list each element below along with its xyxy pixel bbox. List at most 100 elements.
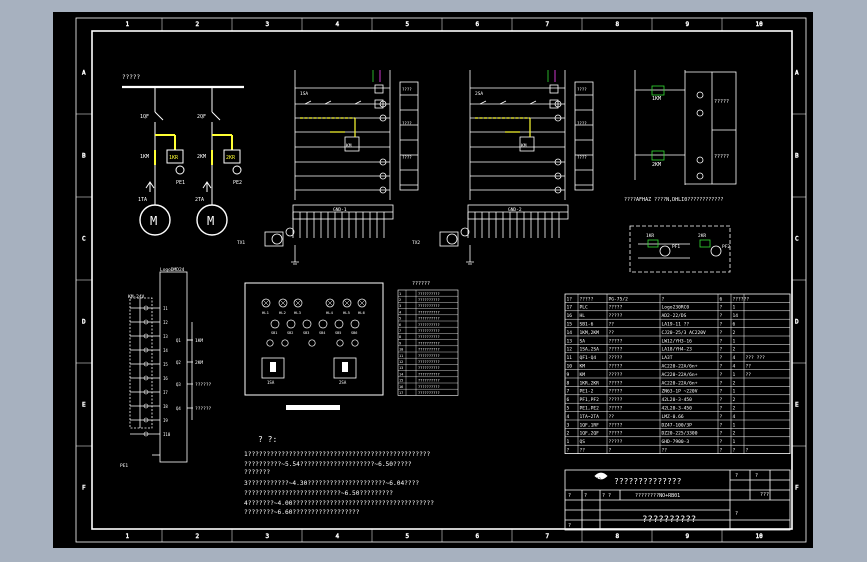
- notes-line-7: ????????~6.60??????????????????: [244, 509, 360, 516]
- bom-cell: KM: [580, 372, 586, 378]
- contact-switch: [499, 100, 507, 105]
- panel-lamp: [357, 298, 367, 308]
- bom-cell: ?????: [609, 313, 623, 319]
- bom-cell: 1: [733, 372, 736, 378]
- bom-footer-cell: ?: [720, 448, 723, 454]
- notes-line-2: ??????????~5.54????????????????????~6.50…: [244, 461, 412, 468]
- contactor-coil: [519, 136, 535, 152]
- grid-row-left-D: D: [82, 319, 86, 326]
- bom-cell: 4: [567, 414, 570, 420]
- panel-button-label: SB3: [303, 331, 309, 335]
- bom-cell: LA18/YH4-23: [662, 347, 693, 353]
- indicator-lamp: [379, 158, 387, 166]
- bom-cell: 42L20-3-450: [662, 397, 693, 403]
- mini-table-cell: ??????????: [418, 298, 440, 302]
- pe-label-1: PE1: [176, 180, 185, 186]
- contact-switch: [529, 100, 537, 105]
- tx-label: TX1: [237, 240, 245, 246]
- panel-button-label: SB1: [271, 331, 277, 335]
- bom-cell: PE1,PE2: [580, 406, 600, 412]
- grid-row-right-A: A: [795, 70, 799, 77]
- title-cell-2: ?: [584, 493, 587, 499]
- ground-symbol: [466, 261, 474, 265]
- bom-cell: PF1,PF2: [580, 397, 600, 403]
- mini-table-index: 12: [399, 360, 403, 364]
- mini-table-cell: ??????????: [418, 329, 440, 333]
- bom-cell: ?????: [609, 422, 623, 428]
- mini-table-cell: ??????????: [418, 366, 440, 370]
- mini-table-title: ??????: [412, 281, 430, 287]
- plc-output-pin: Q4: [176, 406, 181, 411]
- circuit-side-block: [574, 81, 594, 191]
- grid-col-top-7: 7: [546, 21, 550, 28]
- panel-button-label: SB5: [335, 331, 341, 335]
- plc-pin-label: I8: [163, 404, 168, 409]
- mini-table-index: 16: [399, 385, 403, 389]
- bom-cell: GHD-7900-3: [662, 439, 690, 445]
- motor-symbol-1: M: [150, 214, 157, 228]
- control-circuits: GND-1TX11SAKM????????????GND-2TX22SAKM??…: [237, 70, 594, 265]
- right-top-schematic: [634, 70, 737, 185]
- plc-pin-label: I6: [163, 376, 168, 381]
- plc-input-contact: [143, 431, 149, 437]
- mini-table-cell: ??????????: [418, 323, 440, 327]
- breaker-label-2: 2QF: [197, 114, 206, 120]
- plc-pin-label: I4: [163, 348, 168, 353]
- title-project: ??????????????: [614, 477, 682, 486]
- bom-cell: 15: [567, 322, 573, 328]
- bom-cell: LW12/YH3-16: [662, 338, 693, 344]
- drawing-canvas: [53, 12, 813, 548]
- bom-cell: 11: [567, 355, 573, 361]
- bom-cell: LA19-11 ??: [662, 322, 690, 328]
- ct-label-2: 2TA: [195, 197, 204, 203]
- bom-cell: ?: [720, 364, 723, 370]
- notes-line-5: ??????????????????????????~6.50?????????: [244, 490, 393, 497]
- grid-col-top-6: 6: [476, 21, 480, 28]
- bom-cell: ?????: [609, 347, 623, 353]
- bom-cell: ??: [609, 414, 615, 420]
- bom-cell: 2: [733, 397, 736, 403]
- panel-button: [286, 319, 296, 329]
- bom-cell: AD2-22/DS: [662, 313, 687, 319]
- motor-section-title: ?????: [122, 74, 140, 81]
- panel-button: [302, 319, 312, 329]
- title-cell-7: ?: [735, 511, 738, 517]
- grid-row-right-B: B: [795, 153, 799, 160]
- title-cell-3: ? ?: [602, 493, 611, 499]
- grid-row-right-C: C: [795, 236, 799, 243]
- notes-line-4: 3???????????~4.30?????????????????????~6…: [244, 480, 419, 487]
- mini-table-cell: ??????????: [418, 372, 440, 376]
- bom-cell: 16: [567, 313, 573, 319]
- mini-table-cell: ??????????: [418, 335, 440, 339]
- breaker-label-1: 1QF: [140, 114, 149, 120]
- side-block-label: ????: [577, 155, 587, 160]
- bom-cell: ?: [720, 330, 723, 336]
- mini-table-cell: ??????????: [418, 354, 440, 358]
- side-block-label: ????: [577, 121, 587, 126]
- panel-button-label: SB6: [351, 331, 357, 335]
- grid-col-bottom-6: 6: [476, 533, 480, 540]
- bom-cell: 9: [567, 372, 570, 378]
- panel-lamp-label: HL5: [343, 310, 350, 315]
- bom-cell: CJ20-25/3 AC220V: [662, 330, 706, 336]
- panel-button-label: SB4: [319, 331, 325, 335]
- mini-table-cell: ??????????: [418, 317, 440, 321]
- panel-lamp-label: HL1: [262, 310, 270, 315]
- title-block: [564, 469, 791, 531]
- mini-table-index: 5: [399, 317, 401, 321]
- panel-switch-label: 2SA: [339, 380, 347, 385]
- ground-symbol: [291, 261, 299, 265]
- bom-cell: ?: [720, 305, 723, 311]
- title-cell-4: ?: [735, 473, 738, 479]
- instrument-meter: [271, 233, 283, 245]
- bom-header-cell: ?????: [580, 296, 594, 302]
- bom-cell: 6: [733, 322, 736, 328]
- panel-lamp-cross: [295, 300, 301, 306]
- bom-cell: 5: [567, 406, 570, 412]
- contact-switch: [354, 100, 362, 105]
- grid-row-right-F: F: [795, 485, 799, 492]
- bom-cell: 4: [733, 355, 736, 361]
- right-top-label-1: ?????: [714, 99, 729, 105]
